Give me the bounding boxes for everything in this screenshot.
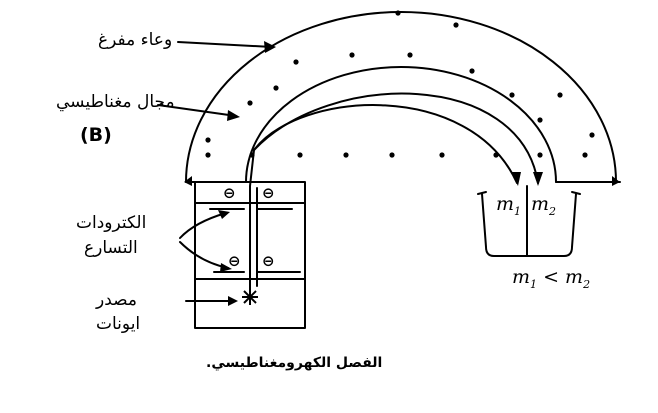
label-accelerating-electrodes-1: الكترودات <box>76 213 147 233</box>
arrowhead-vacuum <box>264 41 276 53</box>
field-dot <box>249 152 255 158</box>
leader-vacuum-chamber <box>177 41 273 48</box>
ion-beam-vertical <box>249 149 255 296</box>
arrowhead-m1 <box>511 172 521 186</box>
trajectory-m2 <box>253 92 539 184</box>
field-dot <box>389 152 395 158</box>
field-dot <box>349 52 355 58</box>
field-dot <box>557 92 563 98</box>
magnetic-field-dots <box>205 10 595 158</box>
label-field-symbol: (B) <box>80 124 112 146</box>
arrowhead-m2 <box>533 172 543 186</box>
label-m1: m1 <box>496 193 522 218</box>
field-dot <box>343 152 349 158</box>
label-magnetic-field: مجال مغناطيسي <box>56 92 175 112</box>
vacuum-chamber-outer-arc <box>185 11 617 183</box>
arrowhead-field <box>227 110 240 121</box>
vacuum-chamber-inner-arc <box>245 66 557 183</box>
negative-ion-symbol: ⊖ <box>262 184 275 202</box>
chamber-end-right <box>612 176 620 186</box>
arrowhead-ion-source <box>228 296 238 306</box>
field-dot <box>453 22 459 28</box>
negative-ion-symbol: ⊖ <box>228 252 241 270</box>
field-dot <box>395 10 401 16</box>
field-dot <box>589 132 595 138</box>
trajectory-m1 <box>253 104 518 184</box>
collector-tick-right <box>571 191 581 195</box>
field-dot <box>439 152 445 158</box>
field-dot <box>407 52 413 58</box>
negative-ion-symbol: ⊖ <box>262 252 275 270</box>
figure-caption: الفصل الكهرومغناطيسي. <box>206 355 383 371</box>
label-ion-source-2: ايونات <box>96 314 141 334</box>
collector-cup <box>481 193 577 257</box>
field-dot <box>509 92 515 98</box>
field-dot <box>205 137 211 143</box>
field-dot <box>469 68 475 74</box>
ion-source-star <box>242 289 258 305</box>
arrowhead-electrode-upper <box>218 210 230 219</box>
field-dot <box>537 117 543 123</box>
label-m2: m2 <box>531 193 557 218</box>
leader-electrode-lower <box>179 241 229 269</box>
label-accelerating-electrodes-2: التسارع <box>84 238 138 258</box>
field-dot <box>293 59 299 65</box>
mass-relation: m1 < m2 <box>512 266 591 291</box>
field-dot <box>247 100 253 106</box>
arrowhead-electrode-lower <box>220 263 232 272</box>
label-ion-source-1: مصدر <box>96 290 137 310</box>
negative-ion-symbol: ⊖ <box>223 184 236 202</box>
field-dot <box>582 152 588 158</box>
field-dot <box>493 152 499 158</box>
chamber-end-left <box>184 176 192 186</box>
field-dot <box>205 152 211 158</box>
field-dot <box>297 152 303 158</box>
leader-electrode-upper <box>179 212 227 239</box>
field-dot <box>273 85 279 91</box>
field-dot <box>537 152 543 158</box>
label-vacuum-chamber: وعاء مفرغ <box>98 30 173 50</box>
leader-magnetic-field <box>157 104 237 117</box>
collector-tick-left <box>477 191 487 195</box>
